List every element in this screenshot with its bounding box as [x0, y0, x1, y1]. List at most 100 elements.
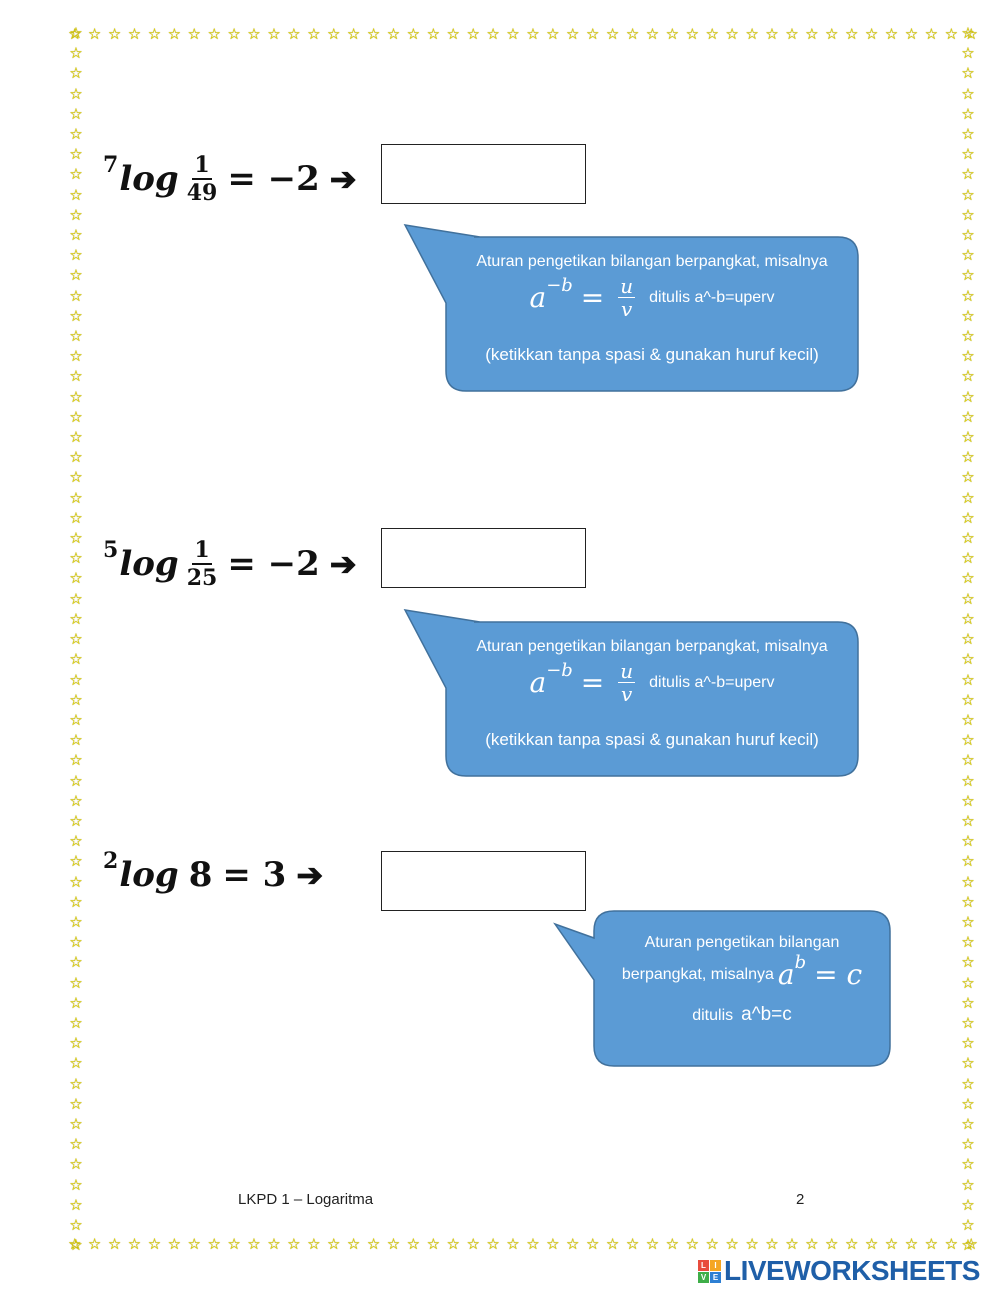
star-icon: ☆ [645, 25, 660, 43]
star-icon: ☆ [69, 1237, 83, 1255]
star-icon: ☆ [366, 1235, 381, 1253]
star-icon: ☆ [187, 25, 201, 43]
hint-bubble-1: Aturan pengetikan bilangan berpangkat, m… [402, 223, 862, 395]
star-icon: ☆ [665, 25, 680, 43]
star-icon: ☆ [69, 772, 83, 790]
star-icon: ☆ [69, 1075, 83, 1093]
hint-written-label: ditulis [692, 1007, 734, 1024]
star-icon: ☆ [69, 85, 83, 103]
star-icon: ☆ [69, 711, 83, 729]
math-base: a [529, 281, 547, 314]
star-border-left: ☆☆☆☆☆☆☆☆☆☆☆☆☆☆☆☆☆☆☆☆☆☆☆☆☆☆☆☆☆☆☆☆☆☆☆☆☆☆☆☆… [66, 26, 86, 1254]
star-icon: ☆ [685, 1235, 700, 1253]
star-icon: ☆ [685, 25, 700, 43]
hint-bubble-3: Aturan pengetikan bilangan berpangkat, m… [552, 908, 894, 1070]
speech-bubble-shape [403, 609, 859, 777]
star-icon: ☆ [961, 469, 975, 487]
star-icon: ☆ [127, 25, 142, 43]
star-icon: ☆ [961, 732, 975, 750]
star-icon: ☆ [69, 126, 83, 144]
star-icon: ☆ [884, 1235, 899, 1253]
star-icon: ☆ [486, 1235, 500, 1253]
hint-text-line3: (ketikkan tanpa spasi & gunakan huruf ke… [485, 345, 819, 364]
speech-bubble-shape [553, 910, 891, 1067]
star-icon: ☆ [961, 146, 975, 164]
arrow-right-icon: ➔ [329, 160, 357, 198]
star-icon: ☆ [566, 1235, 580, 1253]
math-equals: = [580, 281, 605, 314]
star-icon: ☆ [466, 25, 480, 43]
star-icon: ☆ [884, 25, 899, 43]
star-icon: ☆ [961, 671, 975, 689]
star-icon: ☆ [961, 166, 975, 184]
star-icon: ☆ [961, 651, 975, 669]
star-icon: ☆ [961, 267, 975, 285]
star-icon: ☆ [924, 1235, 939, 1253]
star-icon: ☆ [366, 25, 381, 43]
star-icon: ☆ [961, 1075, 975, 1093]
star-icon: ☆ [961, 711, 975, 729]
star-icon: ☆ [605, 1235, 620, 1253]
logo-letter-i: I [710, 1259, 721, 1271]
star-icon: ☆ [406, 1235, 421, 1253]
star-icon: ☆ [69, 1156, 83, 1174]
star-icon: ☆ [69, 691, 83, 709]
hint-text-line1: Aturan pengetikan bilangan berpangkat, m… [476, 638, 828, 655]
log-base: 5 [103, 537, 119, 563]
answer-input-1[interactable] [381, 144, 586, 204]
star-icon: ☆ [844, 25, 859, 43]
star-icon: ☆ [961, 752, 975, 770]
star-icon: ☆ [446, 25, 460, 43]
star-icon: ☆ [961, 65, 975, 83]
star-icon: ☆ [961, 954, 975, 972]
fraction-numerator: 1 [192, 152, 212, 180]
math-fraction-numerator: u [618, 659, 636, 683]
star-icon: ☆ [961, 368, 975, 386]
star-icon: ☆ [961, 873, 975, 891]
star-icon: ☆ [825, 1235, 839, 1253]
star-icon: ☆ [69, 1136, 83, 1154]
star-icon: ☆ [961, 186, 975, 204]
logo-letter-v: V [698, 1271, 709, 1283]
star-icon: ☆ [961, 1055, 975, 1073]
star-icon: ☆ [346, 1235, 361, 1253]
star-icon: ☆ [745, 1235, 759, 1253]
star-icon: ☆ [69, 267, 83, 285]
star-icon: ☆ [745, 25, 759, 43]
star-icon: ☆ [645, 1235, 660, 1253]
star-icon: ☆ [69, 954, 83, 972]
star-icon: ☆ [961, 994, 975, 1012]
star-icon: ☆ [705, 25, 719, 43]
star-icon: ☆ [961, 1115, 975, 1133]
star-icon: ☆ [68, 25, 82, 43]
star-icon: ☆ [69, 792, 83, 810]
star-icon: ☆ [69, 651, 83, 669]
star-icon: ☆ [87, 1235, 102, 1253]
star-icon: ☆ [961, 1095, 975, 1113]
star-icon: ☆ [69, 570, 83, 588]
hint-formula: a −b = u v ditulis a^-b=uperv [446, 275, 858, 320]
star-icon: ☆ [69, 45, 83, 63]
star-icon: ☆ [961, 853, 975, 871]
star-icon: ☆ [69, 166, 83, 184]
star-icon: ☆ [961, 1136, 975, 1154]
answer-input-2[interactable] [381, 528, 586, 588]
equation-2: 5 log 1 25 = −2 ➔ [103, 537, 357, 591]
star-icon: ☆ [69, 348, 83, 366]
star-icon: ☆ [107, 25, 122, 43]
star-icon: ☆ [69, 913, 83, 931]
star-icon: ☆ [69, 853, 83, 871]
star-icon: ☆ [961, 1035, 975, 1053]
star-icon: ☆ [961, 509, 975, 527]
liveworksheets-brand[interactable]: L I V E LIVEWORKSHEETS [698, 1255, 980, 1287]
star-icon: ☆ [825, 25, 839, 43]
math-rhs: = c [814, 958, 863, 991]
hint-written-value: a^b=c [741, 1004, 792, 1025]
star-icon: ☆ [326, 1235, 341, 1253]
star-icon: ☆ [961, 287, 975, 305]
answer-input-3[interactable] [381, 851, 586, 911]
star-icon: ☆ [307, 25, 321, 43]
star-icon: ☆ [506, 1235, 520, 1253]
fraction: 1 49 [187, 152, 218, 206]
star-icon: ☆ [207, 25, 221, 43]
